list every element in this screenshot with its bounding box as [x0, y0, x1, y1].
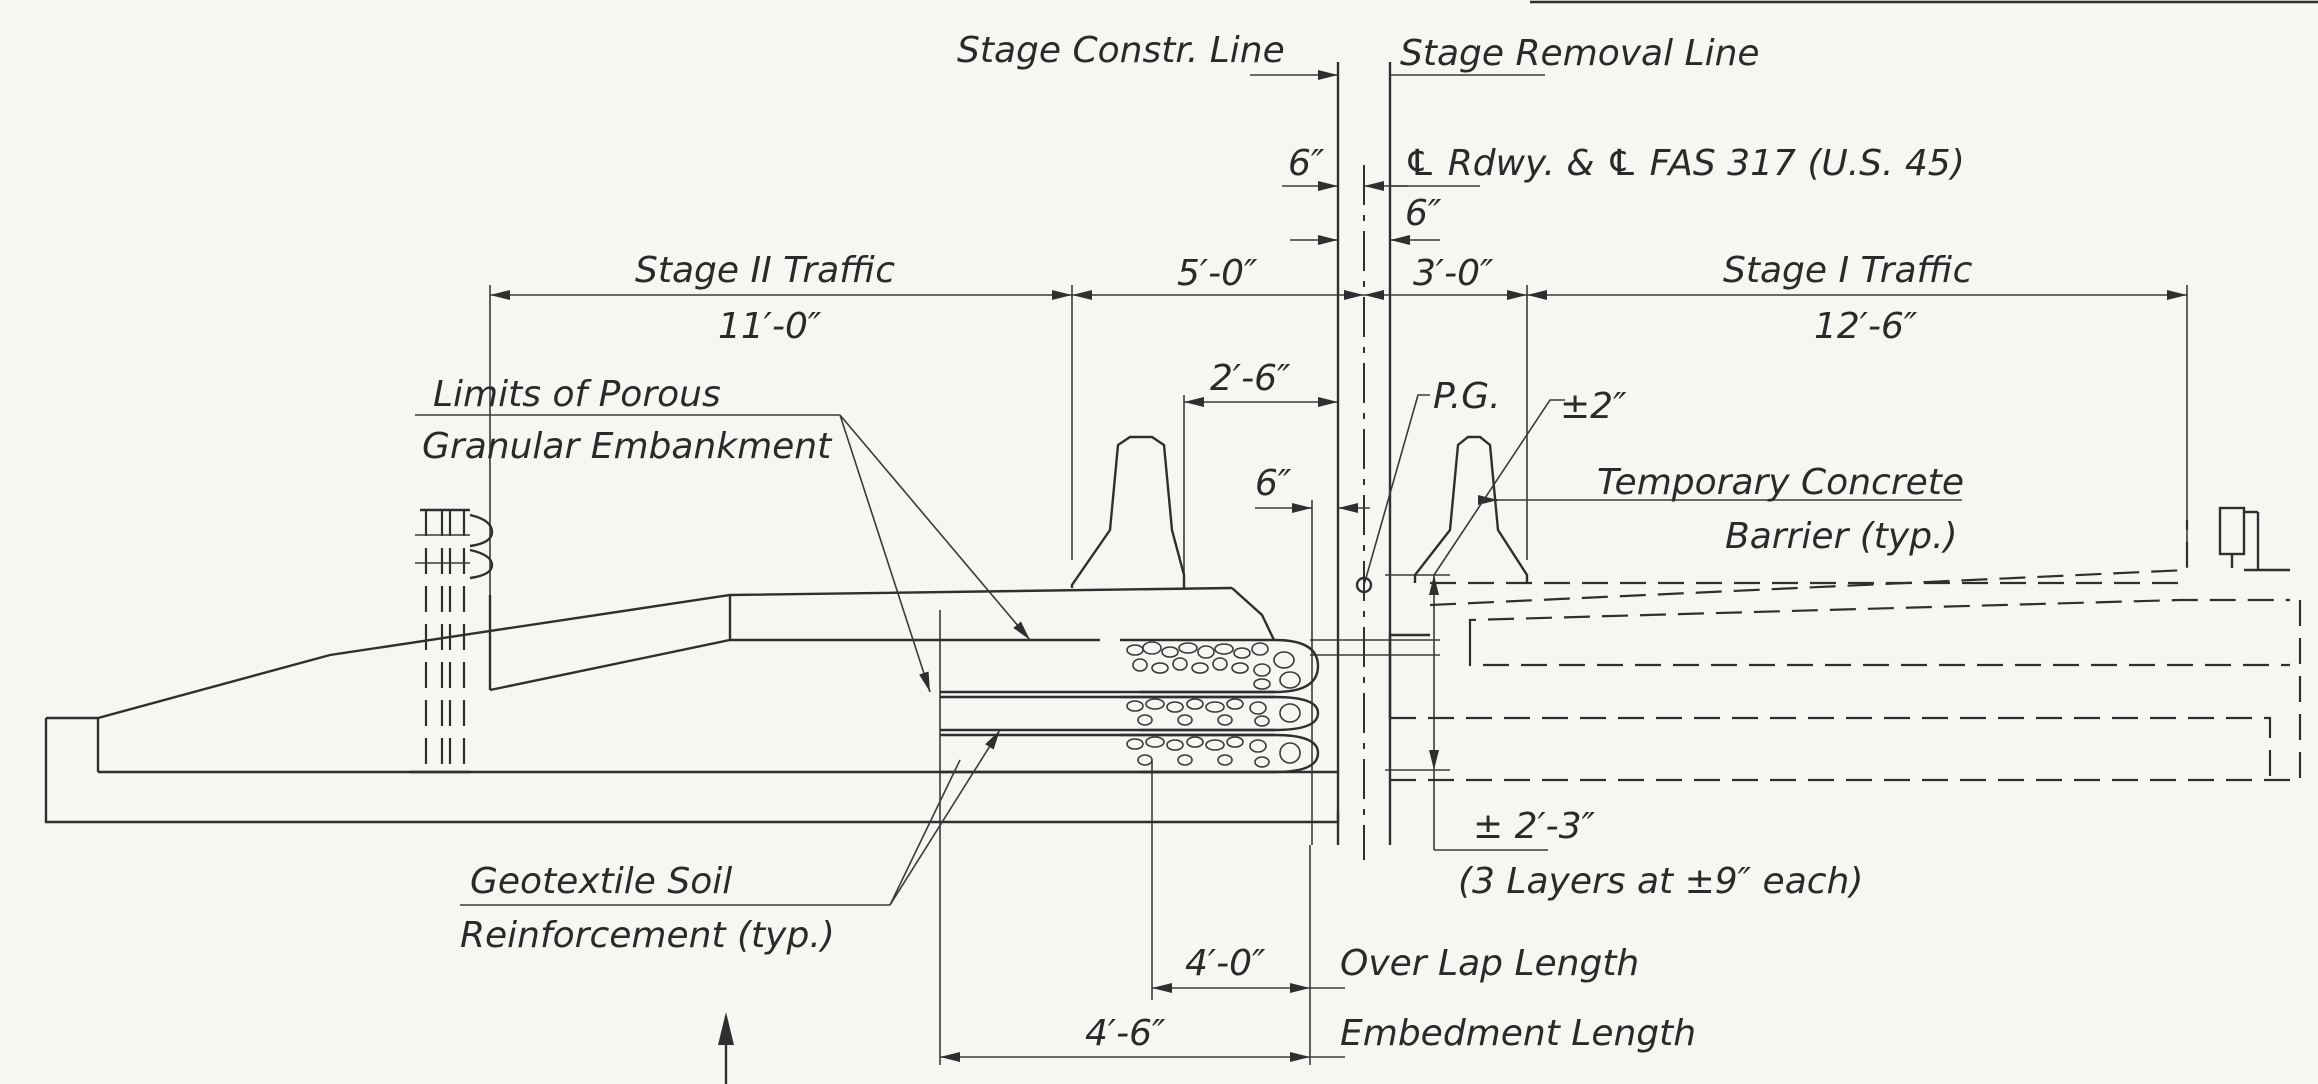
dim-plus-minus-two: ±2″ — [1560, 386, 1627, 427]
dim-six-in-top: 6″ — [1288, 143, 1325, 184]
dimension-text: 6″ 6″ 11′-0″ 5′-0″ 3′-0″ 12′-6″ 2′-6″ 6″… — [718, 143, 1918, 1054]
label-stage-constr-line: Stage Constr. Line — [957, 30, 1285, 71]
porous-granular-fill — [1126, 641, 1301, 768]
label-overlap-length: Over Lap Length — [1340, 943, 1639, 984]
label-embedment-length: Embedment Length — [1340, 1013, 1696, 1054]
dim-four-ft: 4′-0″ — [1185, 943, 1266, 984]
label-limits-porous-1: Limits of Porous — [433, 374, 721, 415]
dim-three-ft: 3′-0″ — [1413, 253, 1494, 294]
dim-four-ft-six: 4′-6″ — [1085, 1013, 1166, 1054]
temporary-concrete-barrier-right — [1413, 435, 1529, 583]
dim-depth: ± 2′-3″ — [1473, 806, 1596, 847]
label-geotextile-1: Geotextile Soil — [470, 861, 732, 902]
dim-five-ft: 5′-0″ — [1177, 253, 1258, 294]
label-stage-ii-traffic: Stage II Traffic — [635, 250, 895, 291]
profile-grade-point — [1355, 576, 1373, 594]
reference-lines — [489, 62, 2188, 1065]
guardrail-post — [410, 508, 494, 774]
temporary-concrete-barrier-left — [1070, 435, 1186, 588]
label-temp-barrier-2: Barrier (typ.) — [1725, 516, 1958, 557]
dim-stage-i-width: 12′-6″ — [1814, 306, 1918, 347]
label-stage-removal-line: Stage Removal Line — [1400, 33, 1760, 74]
dim-stage-ii-width: 11′-0″ — [718, 306, 822, 347]
label-stage-i-traffic: Stage I Traffic — [1723, 250, 1973, 291]
label-layers: (3 Layers at ±9″ each) — [1458, 861, 1863, 902]
dim-six-in-barrier: 6″ — [1255, 463, 1292, 504]
north-arrow-icon — [718, 1012, 734, 1084]
dim-six-in-right: 6″ — [1405, 193, 1442, 234]
stage-ii-embankment — [44, 508, 1340, 824]
dimension-lines — [490, 70, 2187, 1062]
labels: Stage Constr. Line Stage Removal Line ℄ … — [422, 30, 1973, 1054]
geotextile-layers — [940, 638, 1320, 774]
label-geotextile-2: Reinforcement (typ.) — [460, 915, 835, 956]
dim-two-ft-six: 2′-6″ — [1210, 358, 1291, 399]
stage-i-pavement — [1388, 506, 2302, 782]
label-pg: P.G. — [1433, 376, 1501, 417]
label-limits-porous-2: Granular Embankment — [422, 426, 833, 467]
leaders — [415, 185, 1962, 906]
label-temp-barrier-1: Temporary Concrete — [1597, 462, 1964, 503]
label-centerline-rdwy: ℄ Rdwy. & ℄ FAS 317 (U.S. 45) — [1404, 143, 1965, 184]
